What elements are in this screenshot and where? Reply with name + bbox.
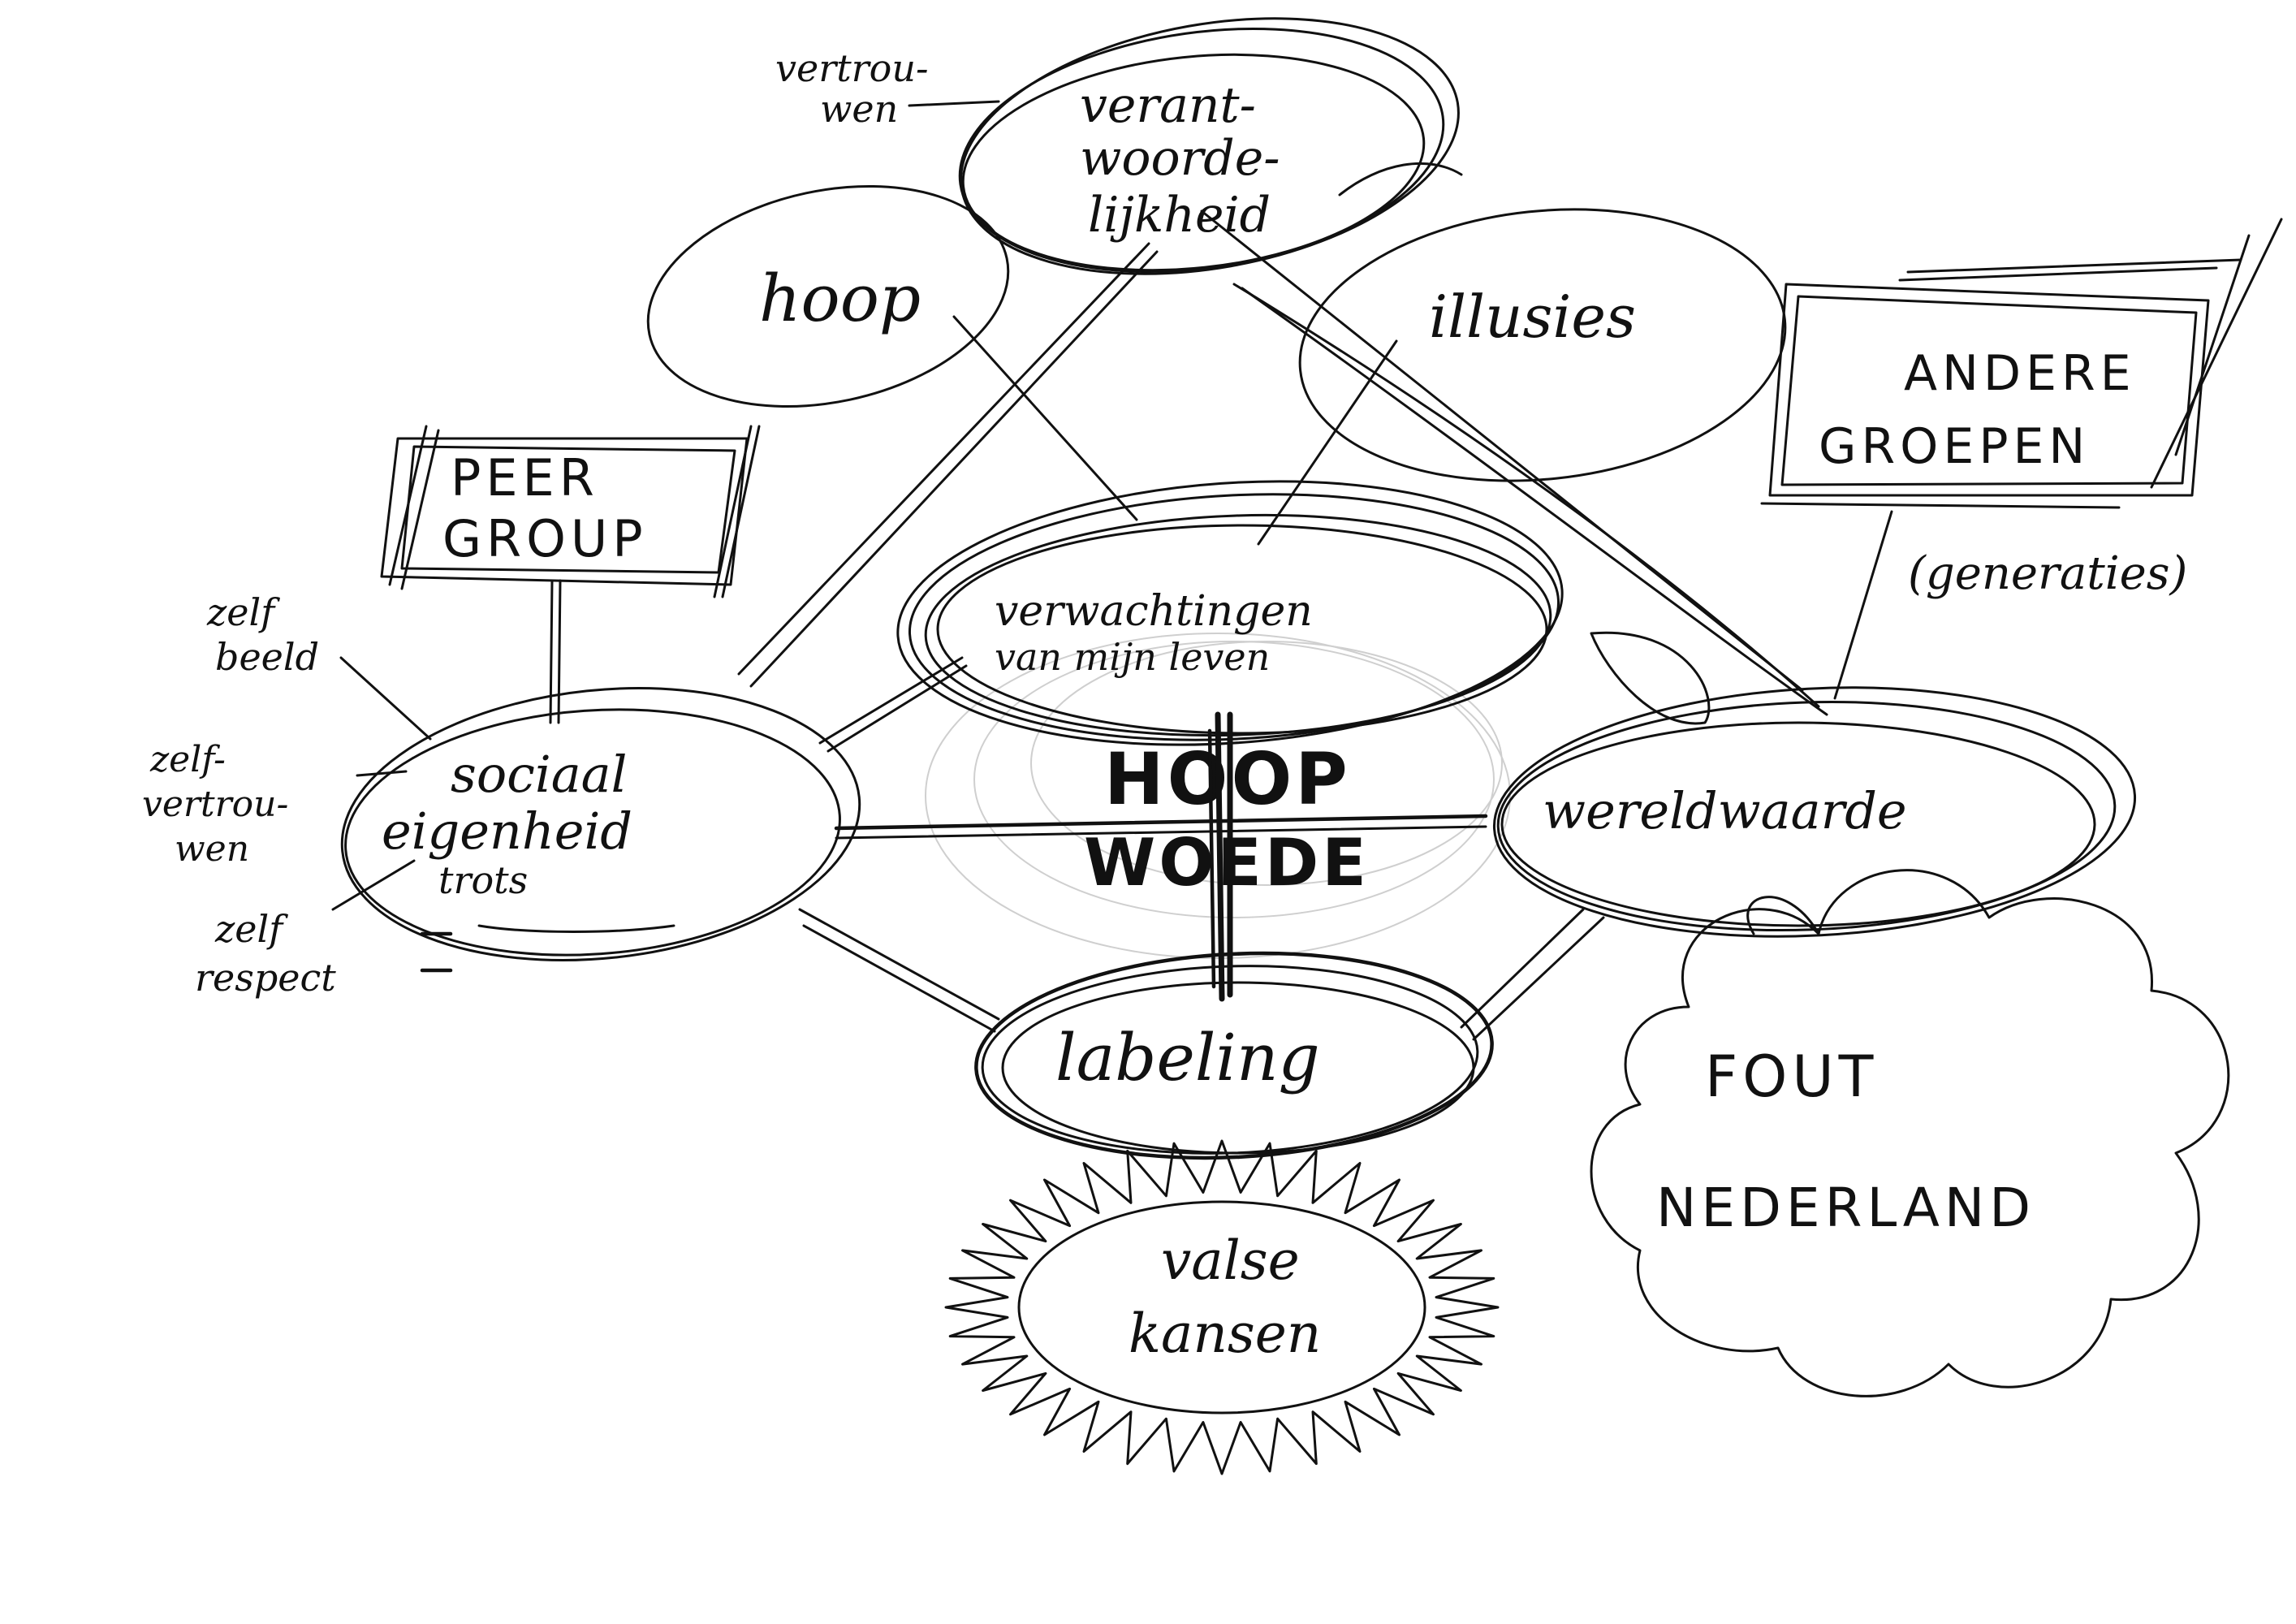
line-andere-wereld (1833, 510, 1893, 700)
label-generaties: (generaties) (1908, 547, 2187, 600)
line-verantw-sociaal (737, 242, 1150, 676)
line-illusies-verwachtingen (1257, 339, 1398, 546)
label-valse-kansen-1: valse (1161, 1229, 1300, 1292)
note-zelfvertrouwen-1: zelf- (149, 739, 226, 780)
node-hoop: hoop (646, 185, 1010, 408)
label-trots: trots (438, 858, 528, 902)
note-zelfbeeld-2: beeld (215, 635, 319, 679)
label-verantwoordelijkheid-2: woorde- (1080, 130, 1280, 187)
label-verwachtingen-2: van mijn leven (995, 635, 1270, 679)
note-zelfbeeld-1: zelf (206, 590, 280, 634)
label-verwachtingen-1: verwachtingen (995, 587, 1313, 636)
line-verantw-sociaal-2 (749, 250, 1159, 688)
line-sociaal-labeling (798, 908, 1000, 1021)
label-peer-group-1: PEER (451, 448, 599, 508)
label-labeling: labeling (1055, 1020, 1320, 1095)
line-verwachtingen-sociaal (826, 664, 968, 753)
label-peer-group-2: GROUP (442, 509, 648, 568)
node-andere-groepen: ANDERE GROEPEN (generaties) (1760, 218, 2283, 600)
starburst-outline (944, 1139, 1500, 1475)
label-center-1: HOOP (1104, 737, 1351, 821)
label-illusies: illusies (1429, 283, 1636, 351)
line-sociaal-wereld (834, 814, 1488, 831)
connector-lines (331, 209, 1893, 1041)
label-hoop: hoop (759, 261, 921, 336)
note-vertrouwen-top-1: vertrou- (775, 46, 929, 90)
line-sociaal-labeling-2 (802, 924, 996, 1033)
node-verwachtingen: verwachtingen van mijn leven (896, 480, 1564, 746)
line-sociaal-wereld-2 (835, 825, 1487, 840)
line-hoop-verwachtingen (952, 315, 1138, 521)
line-peer-sociaal (549, 579, 554, 724)
label-verantwoordelijkheid-3: lijkheid (1088, 187, 1271, 244)
label-valse-kansen-2: kansen (1129, 1302, 1321, 1365)
label-andere-groepen-2: GROEPEN (1819, 418, 2090, 475)
line-wereld-labeling (1460, 908, 1585, 1029)
line-zelfrespect-sociaal (331, 859, 416, 911)
label-center-2: WOEDE (1084, 825, 1370, 901)
line-wereld-labeling-2 (1472, 916, 1605, 1041)
cloud-outline (1590, 869, 2230, 1397)
line-zelfbeeld-sociaal (339, 656, 432, 741)
node-center: HOOP WOEDE (1084, 711, 1370, 1002)
line-verantw-wereld-2 (1232, 283, 1820, 708)
center-vertical-stroke (1215, 711, 1225, 1002)
side-notes: vertrou- wen zelf beeld zelf- vertrou- w… (142, 46, 1000, 1000)
line-loop-verwachtingen-wereld (1590, 631, 1711, 725)
line-verwachtingen-sociaal-2 (818, 656, 964, 745)
label-fout-nederland-2: NEDERLAND (1656, 1177, 2035, 1239)
note-zelfvertrouwen-3: wen (175, 828, 249, 870)
label-sociaal-2: eigenheid (382, 801, 632, 861)
node-wereldwaarde: wereldwaarde (1492, 686, 2137, 938)
label-andere-groepen-1: ANDERE (1904, 345, 2136, 402)
node-labeling: labeling (974, 951, 1494, 1160)
label-sociaal-1: sociaal (451, 745, 627, 804)
node-peer-group: PEER GROUP (380, 425, 761, 598)
line-verantw-wereld (1200, 209, 1804, 692)
node-verantwoordelijkheid: verant- woorde- lijkheid (958, 17, 1460, 275)
faint-center-sketch (925, 633, 1511, 959)
note-zelfrespect-1: zelf (214, 907, 288, 951)
line-zelfvertrouwen-sociaal (356, 770, 408, 777)
note-zelfrespect-2: respect (195, 956, 336, 1000)
line-verantw-wereld-3 (1241, 287, 1828, 716)
note-zelfvertrouwen-2: vertrou- (142, 784, 288, 825)
label-wereldwaarde: wereldwaarde (1543, 781, 1907, 840)
node-valse-kansen: valse kansen (944, 1139, 1500, 1475)
node-illusies: illusies (1298, 162, 1787, 482)
label-verantwoordelijkheid-1: verant- (1080, 77, 1256, 134)
note-vertrouwen-top-2: wen (820, 87, 898, 131)
label-fout-nederland-1: FOUT (1705, 1043, 1878, 1110)
node-fout-nederland: FOUT NEDERLAND (1590, 869, 2230, 1397)
line-peer-sociaal-2 (557, 579, 562, 724)
node-sociaal: sociaal eigenheid trots (340, 687, 861, 973)
